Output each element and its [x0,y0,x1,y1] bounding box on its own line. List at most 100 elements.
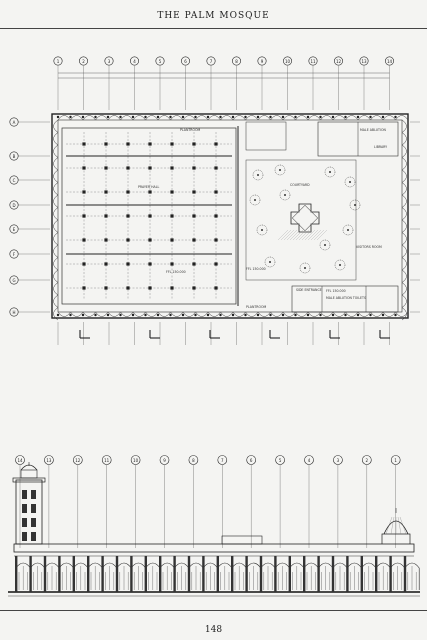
arch [232,311,246,317]
structural-column [170,166,174,170]
grid-bubble [188,455,199,465]
grid-bubble-label: 8 [192,458,195,463]
grid-bubble-label: B [13,154,16,159]
grid-bubble [390,455,401,465]
page-title: THE PALM MOSQUE [157,11,270,21]
grid-bubble [257,56,267,66]
arch [295,311,309,317]
grid-bubble-label: 11 [104,458,110,463]
paving-hatch [292,229,304,241]
pier [144,556,147,592]
grid-bubble [9,249,19,259]
colonnade-column [281,313,285,317]
colonnade-column [194,313,197,317]
arch [370,115,384,121]
arch [182,311,196,317]
grid-bubble-label: D [12,203,15,208]
arch [53,132,59,146]
fountain [290,203,320,233]
arch [70,311,84,317]
grid-bubble [104,56,114,66]
pier [331,556,335,592]
structural-column [148,214,152,218]
grid-bubble-label: A [13,120,16,125]
footer-rule [0,610,427,611]
pier [346,556,349,592]
structural-column [82,262,86,266]
grid-bubble [9,175,19,185]
courtyard-outline [245,159,357,281]
colonnade-column [344,313,347,317]
arch [53,244,59,258]
structural-column [214,238,218,242]
pier [216,556,219,592]
palm-trunk [329,171,331,173]
pier [130,556,133,592]
colonnade-column [106,313,110,317]
arch [232,115,246,121]
room-label: LIBRARY [374,145,387,149]
grid-bubble [44,455,54,465]
paving-hatch [298,229,310,241]
arch [401,219,407,233]
grid-bubble [9,224,19,234]
colonnade-column [244,115,247,119]
arch [132,115,146,121]
arch [257,311,271,317]
room-label: PLANTROOM [180,128,201,132]
arch [53,269,59,283]
arch [401,182,407,196]
grid-bubble-label: 12 [75,458,81,463]
minaret-window [31,532,36,541]
grid-bubble [232,56,242,66]
grid-bubble [53,56,63,66]
fountain-inner [291,204,319,232]
palm-tree [324,166,336,178]
arch [332,311,346,317]
arch [132,311,146,317]
arch [245,311,259,317]
arch [53,194,59,208]
palm-tree [319,239,331,251]
palm-tree [342,224,354,236]
arch [95,311,109,317]
arch [401,294,407,308]
arch [70,115,84,121]
structural-column [214,166,218,170]
colonnade-column [206,115,210,119]
structural-column [148,166,152,170]
structural-column [126,238,130,242]
arch [395,115,409,121]
grid-bubble-label: 11 [310,59,316,64]
palm-trunk [257,174,259,176]
arch [401,232,407,246]
structural-column [126,142,130,146]
minaret-lantern [20,469,38,479]
palm-trunk [269,261,271,263]
arch [195,115,209,121]
grid-bubble-label: 9 [163,458,166,463]
structural-column [104,190,108,194]
arch [53,169,59,183]
grid-bubble-label: 1 [394,458,397,463]
palm-trunk [304,267,306,269]
structural-column [104,238,108,242]
arch [82,311,96,317]
arch [182,115,196,121]
colonnade-column [231,115,235,119]
minaret-window [31,504,36,513]
grid-bubble-label: E [13,227,16,232]
colonnade-column [119,313,122,317]
pier [375,556,378,592]
arch [53,294,59,308]
structural-column [82,142,86,146]
paving-hatch [310,229,322,241]
colonnade-column [81,313,85,317]
structural-column [170,142,174,146]
arch [320,311,334,317]
colonnade-column [181,313,185,317]
grid-bubble-label: G [12,278,15,283]
grid-bubble-label: 2 [82,59,85,64]
arch [53,232,59,246]
